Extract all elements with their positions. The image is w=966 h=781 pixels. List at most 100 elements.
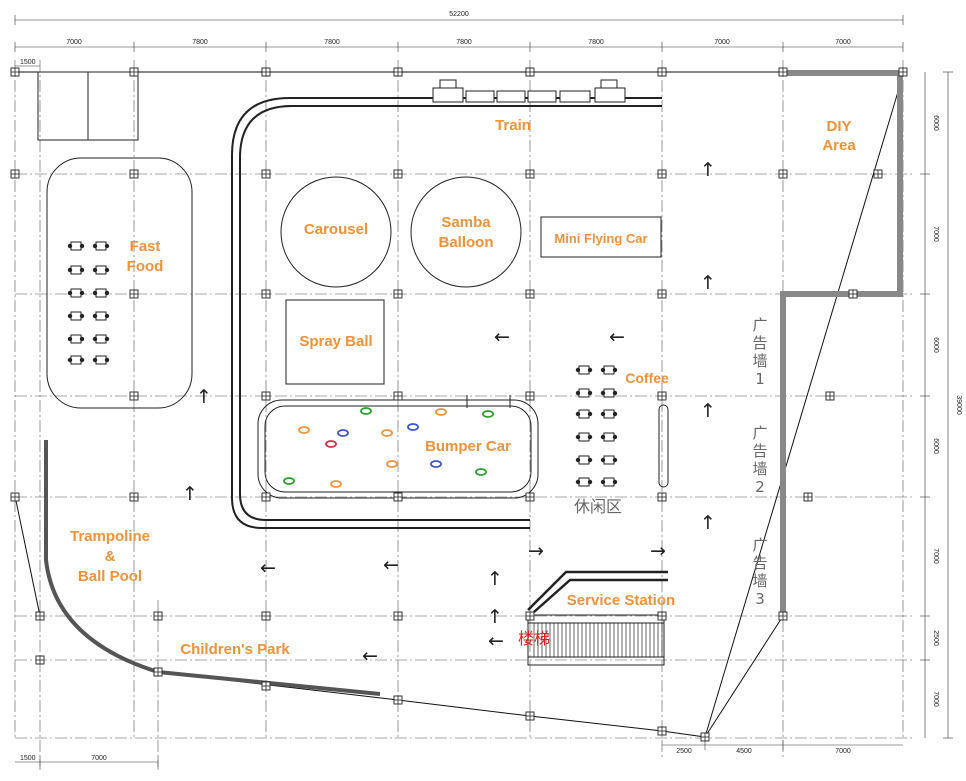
table-set-icon (600, 409, 618, 419)
table-set-icon (92, 311, 110, 321)
column-icon (778, 169, 788, 179)
building-outline (14, 71, 904, 738)
table-set-icon (92, 241, 110, 251)
column-icon (35, 611, 45, 621)
bumper-car-icon (407, 423, 419, 431)
arrow-icon: ↑ (487, 568, 503, 590)
samba-balloon-area (410, 176, 522, 288)
coffee-label: Coffee (625, 370, 669, 386)
table-set-icon (67, 334, 85, 344)
table-set-icon (600, 365, 618, 375)
column-icon (129, 289, 139, 299)
bumper-car-icon (386, 460, 398, 468)
arrow-icon: ↑ (182, 483, 198, 505)
stairs (533, 623, 663, 657)
table-set-icon (575, 409, 593, 419)
arrow-icon: ↑ (700, 512, 716, 534)
column-icon (657, 492, 667, 502)
dim-label: 7000 (932, 548, 939, 564)
column-icon (803, 492, 813, 502)
column-icon (261, 391, 271, 401)
arrow-icon: → (650, 540, 666, 562)
column-icon (525, 492, 535, 502)
table-set-icon (67, 311, 85, 321)
column-icon (10, 492, 20, 502)
arrow-icon: ↑ (700, 159, 716, 181)
table-set-icon (67, 288, 85, 298)
column-icon (129, 169, 139, 179)
dim-label: 6000 (932, 115, 939, 131)
bumper-car-icon (330, 480, 342, 488)
table-set-icon (92, 355, 110, 365)
column-icon (700, 732, 710, 742)
table-set-icon (575, 432, 593, 442)
column-icon (525, 169, 535, 179)
spray-ball-label: Spray Ball (299, 333, 372, 350)
column-icon (898, 67, 908, 77)
total-width-label: 52200 (449, 11, 469, 18)
bumper-car-icon (283, 477, 295, 485)
column-icon (873, 169, 883, 179)
table-set-icon (575, 455, 593, 465)
table-set-icon (575, 365, 618, 487)
column-icon (393, 695, 403, 705)
area-labels: Train DIY Area Fast Food Carousel Samba … (70, 117, 856, 658)
column-icon (129, 492, 139, 502)
dim-label: 7000 (835, 748, 851, 755)
column-icon (35, 655, 45, 665)
dim-label: 7000 (91, 755, 107, 762)
dim-label: 7800 (456, 39, 472, 46)
table-set-icon (600, 455, 618, 465)
arrow-icon: ↑ (700, 272, 716, 294)
carousel-label: Carousel (304, 221, 368, 238)
childrens-park-label: Children's Park (180, 641, 290, 658)
column-icon (261, 67, 271, 77)
column-icon (261, 289, 271, 299)
arrow-icon: ← (494, 326, 510, 348)
trampoline-boundary (44, 440, 381, 696)
table-set-icon (67, 241, 110, 365)
column-icon (825, 391, 835, 401)
dim-label: 4500 (736, 748, 752, 755)
train-label: Train (495, 117, 531, 134)
column-icon (525, 611, 535, 621)
trampoline-label: & (105, 548, 116, 565)
carousel-area (280, 176, 392, 288)
column-icon (129, 67, 139, 77)
arrow-icon: ← (362, 645, 378, 667)
service-station-label: Service Station (567, 592, 675, 609)
train-track (231, 97, 662, 529)
train-icon (432, 79, 626, 103)
bumper-car-icon (482, 410, 494, 418)
bumper-car-icon (298, 426, 310, 434)
total-height-label: 39000 (955, 395, 962, 415)
dimension-lines (14, 15, 953, 767)
column-icon (261, 169, 271, 179)
table-set-icon (575, 477, 593, 487)
arrow-icon: ← (488, 630, 504, 652)
column-icon (393, 492, 403, 502)
service-station (527, 570, 668, 666)
column-icon (525, 67, 535, 77)
column-icon (153, 611, 163, 621)
table-set-icon (600, 477, 618, 487)
column-icon (657, 391, 667, 401)
ad-wall (780, 70, 903, 616)
direction-arrows: ↑ ↑ ↑ ↑ ↑ ↑ ↑ ↑ ← ← ← ← ← ← → → (182, 159, 716, 667)
arrow-icon: ↑ (487, 606, 503, 628)
arrow-icon: → (528, 540, 544, 562)
dim-label: 7800 (588, 39, 604, 46)
table-set-icon (67, 265, 85, 275)
arrow-icon: ← (383, 554, 399, 576)
column-icon (261, 681, 271, 691)
fast-food-label: Fast (130, 238, 161, 255)
bumper-car-icon (337, 429, 349, 437)
trampoline-label: Trampoline (70, 528, 150, 545)
dim-label: 7000 (835, 39, 851, 46)
arrow-icon: ↑ (700, 400, 716, 422)
bumper-car-icon (435, 408, 447, 416)
